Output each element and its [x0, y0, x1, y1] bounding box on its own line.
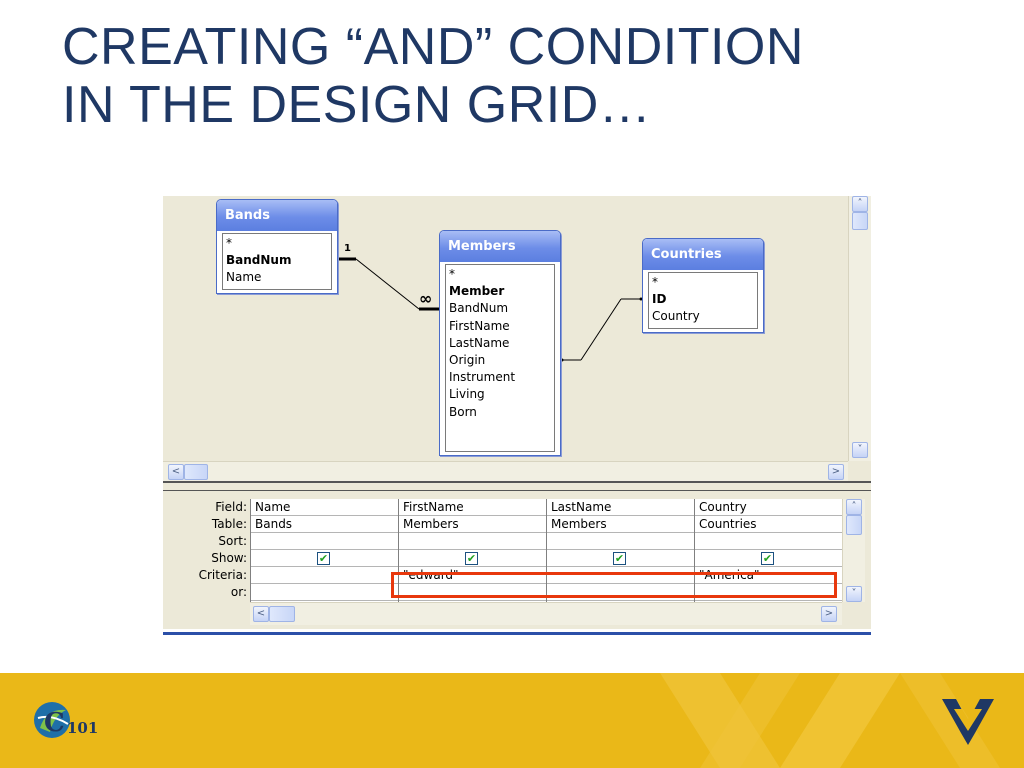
cs101-logo-text: 101 [67, 719, 99, 737]
grid-horizontal-scrollbar[interactable]: < > [250, 602, 842, 625]
table-members-field-2[interactable]: BandNum [449, 301, 509, 316]
grid-vertical-scrollbar[interactable]: ˄ ˅ [842, 499, 865, 602]
scroll-right-button[interactable]: > [821, 606, 837, 622]
table-members-field-6[interactable]: Instrument [449, 370, 516, 385]
grid-cell-or[interactable] [399, 584, 546, 601]
scroll-left-button[interactable]: < [168, 464, 184, 480]
grid-cell-field[interactable]: Country [695, 499, 842, 516]
table-bands-title[interactable]: Bands [217, 200, 337, 231]
one-side-label: 1 [344, 243, 351, 254]
scroll-up-button[interactable]: ˄ [846, 499, 862, 515]
svg-text:C: C [44, 708, 65, 738]
grid-cell-show[interactable]: ✔ [251, 550, 398, 567]
table-bands-field-0[interactable]: * [226, 236, 232, 250]
grid-row-label: Criteria: [198, 568, 247, 582]
slide-title-line-2: IN THE DESIGN GRID… [62, 76, 652, 134]
grid-cell-field[interactable]: FirstName [399, 499, 546, 516]
grid-row-labels: Field: Table: Sort: Show: Criteria: or: [163, 499, 247, 601]
table-members-field-7[interactable]: Living [449, 387, 485, 402]
scroll-down-button[interactable]: ˅ [852, 442, 868, 458]
grid-row-label: Field: [215, 500, 247, 514]
scroll-right-button[interactable]: > [828, 464, 844, 480]
show-checkbox[interactable]: ✔ [317, 552, 330, 565]
grid-row-label: or: [230, 585, 247, 599]
grid-cell-sort[interactable] [251, 533, 398, 550]
grid-cell-criteria[interactable] [251, 567, 398, 584]
table-countries-field-1[interactable]: ID [652, 292, 667, 307]
slide-title-line-1: CREATING “AND” CONDITION [62, 18, 804, 76]
scroll-down-button[interactable]: ˅ [846, 586, 862, 602]
scroll-up-button[interactable]: ˄ [852, 196, 868, 212]
show-checkbox[interactable]: ✔ [613, 552, 626, 565]
table-countries-field-2[interactable]: Country [652, 309, 700, 324]
table-pane-horizontal-scrollbar[interactable]: < > [163, 461, 848, 482]
wvu-logo-icon [942, 699, 994, 745]
many-side-label: ∞ [419, 289, 433, 308]
table-countries-field-0[interactable]: * [652, 275, 658, 289]
scroll-thumb[interactable] [852, 212, 868, 230]
slide-title: CREATING “AND” CONDITION IN THE DESIGN G… [62, 18, 962, 134]
grid-row-label: Show: [211, 551, 247, 565]
footer-band: C 101 [0, 673, 1024, 768]
table-countries[interactable]: Countries * ID Country [642, 238, 764, 333]
grid-cell-table[interactable]: Bands [251, 516, 398, 533]
grid-cell-sort[interactable] [547, 533, 694, 550]
pane-splitter[interactable] [163, 481, 871, 491]
grid-cell-or[interactable] [695, 584, 842, 601]
grid-cell-criteria[interactable]: "edward" [399, 567, 546, 584]
grid-cell-criteria[interactable] [547, 567, 694, 584]
criteria-highlight-box [391, 572, 837, 598]
table-members-field-4[interactable]: LastName [449, 335, 510, 350]
grid-cell-criteria[interactable]: "America" [695, 567, 842, 584]
grid-cell-sort[interactable] [695, 533, 842, 550]
table-members-field-5[interactable]: Origin [449, 353, 486, 368]
show-checkbox[interactable]: ✔ [465, 552, 478, 565]
table-bands-field-2[interactable]: Name [226, 270, 262, 285]
table-members-field-8[interactable]: Born [449, 404, 477, 419]
grid-row-label: Table: [211, 517, 247, 531]
scroll-thumb[interactable] [184, 464, 208, 480]
table-pane-vertical-scrollbar[interactable]: ˄ ˅ [848, 196, 871, 461]
grid-cell-field[interactable]: LastName [547, 499, 694, 516]
scroll-thumb[interactable] [846, 515, 862, 535]
show-checkbox[interactable]: ✔ [761, 552, 774, 565]
table-members-field-1[interactable]: Member [449, 284, 505, 299]
grid-cell-field[interactable]: Name [251, 499, 398, 516]
table-countries-title[interactable]: Countries [643, 239, 763, 270]
grid-cell-show[interactable]: ✔ [399, 550, 546, 567]
cs101-logo-icon: C [34, 702, 70, 738]
scroll-thumb[interactable] [269, 606, 295, 622]
grid-cell-table[interactable]: Countries [695, 516, 842, 533]
grid-cell-show[interactable]: ✔ [695, 550, 842, 567]
relationship-lines [338, 257, 643, 362]
table-members-field-0[interactable]: * [449, 267, 455, 281]
footer-stripes [660, 673, 1000, 768]
table-members-field-3[interactable]: FirstName [449, 318, 510, 333]
grid-cell-sort[interactable] [399, 533, 546, 550]
grid-cell-table[interactable]: Members [399, 516, 546, 533]
scroll-left-button[interactable]: < [253, 606, 269, 622]
table-countries-fields: * ID Country [648, 272, 758, 329]
grid-cell-or[interactable] [547, 584, 694, 601]
grid-row-label: Sort: [218, 534, 247, 548]
grid-cell-show[interactable]: ✔ [547, 550, 694, 567]
grid-cell-or[interactable] [251, 584, 398, 601]
table-members-title[interactable]: Members [440, 231, 560, 262]
table-bands-field-1[interactable]: BandNum [226, 253, 292, 268]
grid-cell-table[interactable]: Members [547, 516, 694, 533]
